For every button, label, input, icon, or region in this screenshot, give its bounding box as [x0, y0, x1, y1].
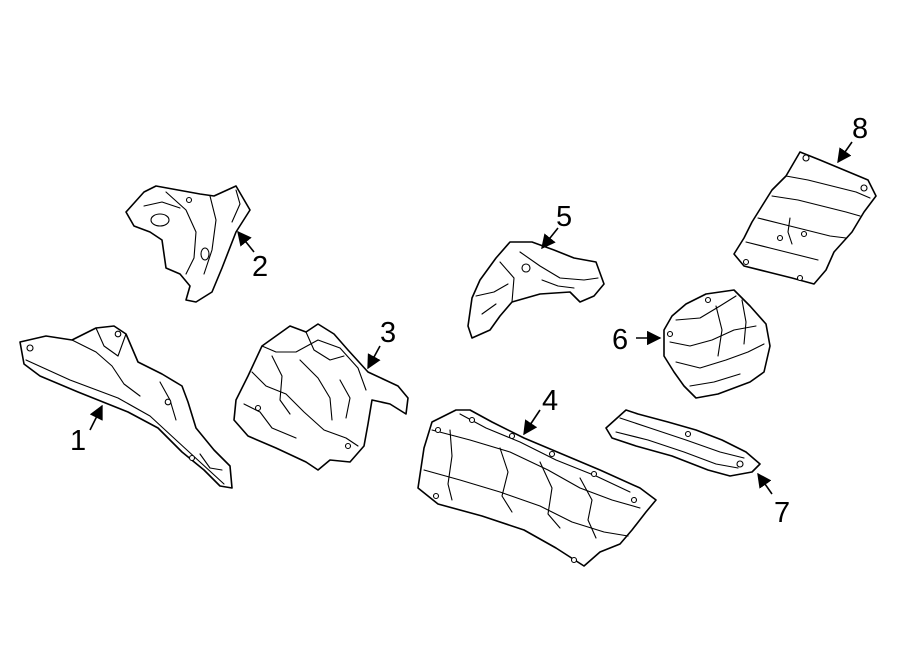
part-3-heat-shield[interactable] [233, 323, 409, 471]
callout-4: 4 [542, 385, 558, 417]
callout-5: 5 [556, 201, 572, 233]
callout-6: 6 [612, 324, 628, 356]
leader-5 [541, 227, 559, 250]
leader-2 [237, 230, 255, 253]
callout-1: 1 [70, 425, 86, 457]
callout-8: 8 [852, 113, 868, 145]
part-6-heat-shield[interactable] [663, 289, 771, 399]
leader-8 [837, 141, 853, 164]
callout-7: 7 [774, 497, 790, 529]
leader-3 [367, 345, 381, 370]
leader-7 [757, 472, 773, 495]
part-2-heat-shield[interactable] [125, 185, 251, 303]
leader-1 [89, 404, 103, 431]
part-1-heat-shield[interactable] [19, 325, 233, 489]
part-5-heat-shield[interactable] [467, 241, 605, 339]
callout-3: 3 [380, 317, 396, 349]
part-7-heat-shield[interactable] [605, 409, 761, 477]
part-8-heat-shield[interactable] [733, 151, 877, 285]
leader-4 [523, 409, 541, 436]
callout-2: 2 [252, 251, 268, 283]
part-4-heat-shield[interactable] [417, 409, 657, 567]
